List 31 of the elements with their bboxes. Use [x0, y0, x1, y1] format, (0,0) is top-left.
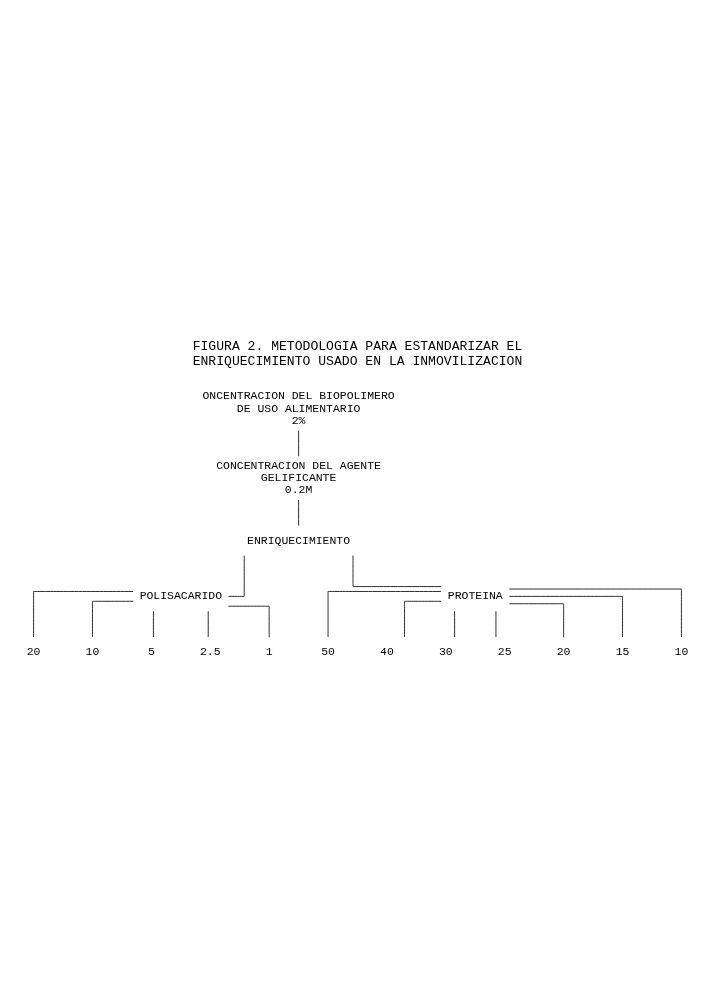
node-text: 25 — [497, 644, 512, 658]
node-text: 1 — [265, 644, 273, 658]
node-text: 10 — [85, 644, 100, 658]
connector — [509, 595, 623, 637]
connector — [153, 610, 154, 637]
node-text: 5 — [147, 644, 155, 658]
node-text: 50 — [321, 644, 335, 658]
node-text: 40 — [380, 644, 394, 658]
node-text: CONCENTRACION DEL AGENTE GELIFICANTE 0.2M — [216, 458, 381, 496]
connector — [352, 554, 442, 587]
node-text: ONCENTRACION DEL BIOPOLIMERO DE USO ALIMENTARIO 2% — [202, 388, 395, 427]
connector — [327, 590, 442, 637]
node-text: 20 — [556, 644, 571, 658]
connector — [228, 554, 245, 597]
node-text: 30 — [438, 644, 453, 658]
node-text: 10 — [674, 644, 689, 658]
diagram-title: FIGURA 2. METODOLOGIA PARA ESTANDARIZAR EL ENRIQUECIMIENTO USADO EN LA INMOVILIZACION — [192, 338, 523, 369]
connector — [404, 600, 442, 637]
node-text: 20 — [26, 644, 41, 658]
connector — [33, 590, 134, 637]
connector — [509, 602, 565, 638]
node-text: PROTEINA — [447, 588, 503, 602]
node-text: 15 — [615, 644, 630, 658]
node-text: POLISACARIDO — [139, 588, 223, 602]
connector — [454, 610, 456, 637]
connector — [298, 499, 300, 526]
connector — [92, 600, 134, 637]
node-text: 2.5 — [199, 644, 221, 658]
node-text: ENRIQUECIMIENTO — [247, 533, 351, 547]
connector — [508, 588, 682, 637]
connector — [298, 429, 300, 457]
